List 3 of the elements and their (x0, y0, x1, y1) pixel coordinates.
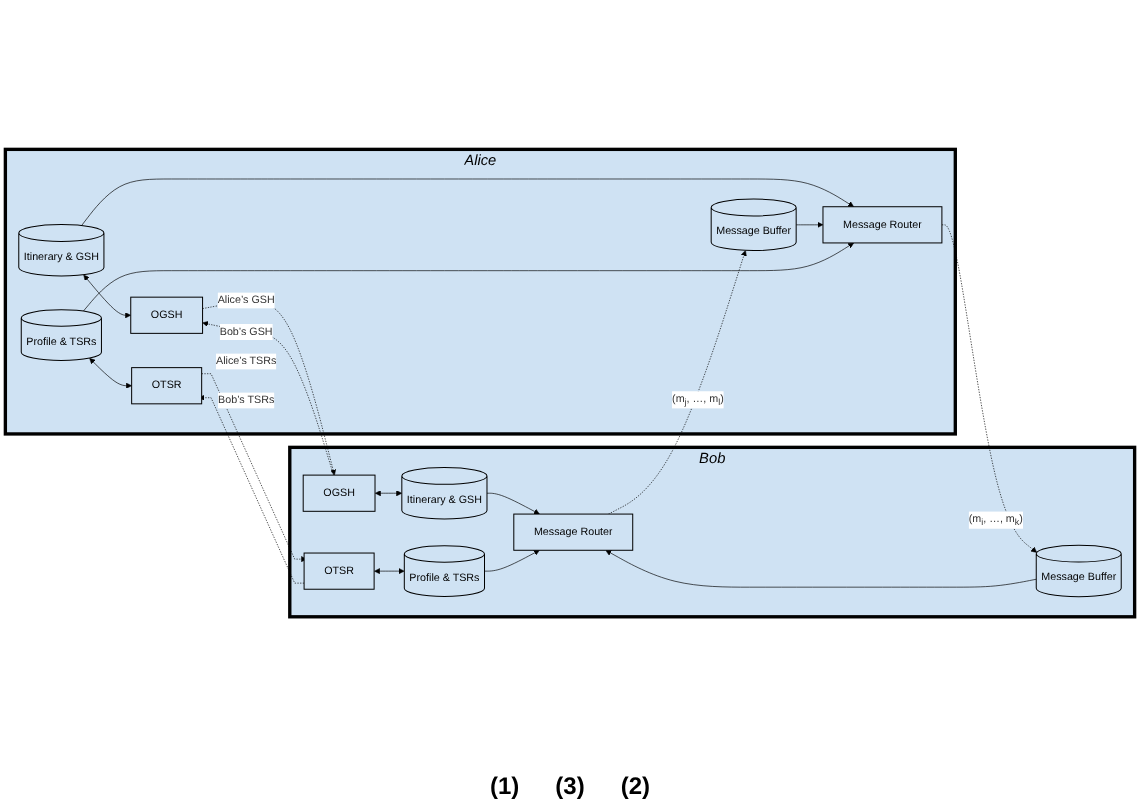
step-number: (3) (555, 772, 585, 800)
step-number: (1) (489, 772, 520, 800)
step-number: (2) (620, 772, 650, 800)
